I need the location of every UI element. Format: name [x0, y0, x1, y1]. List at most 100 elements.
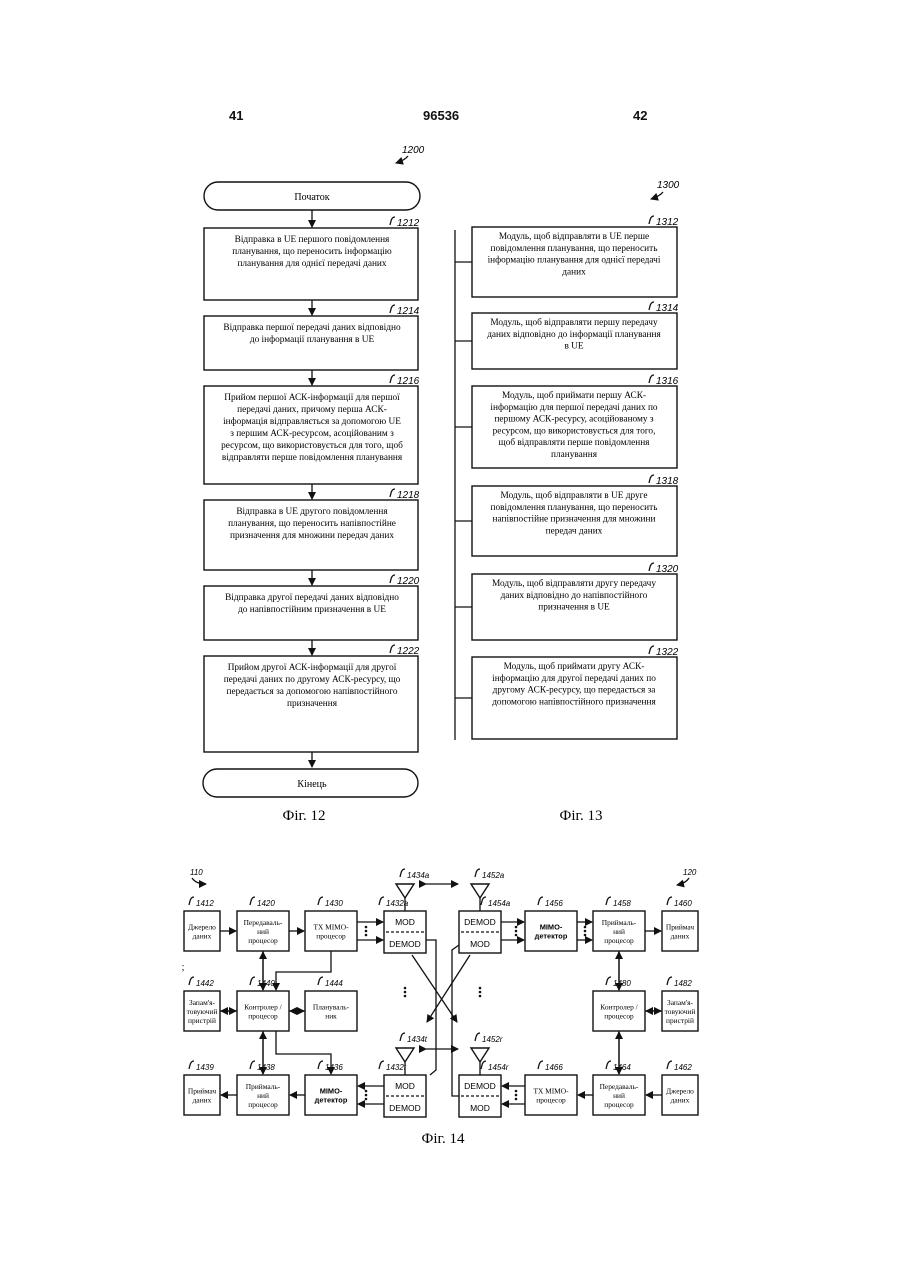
reference-hook [318, 1061, 323, 1069]
reference-numeral: 1439 [196, 1063, 214, 1072]
block-text-1436: детектор [315, 1096, 348, 1105]
reference-hook [390, 575, 395, 583]
reference-numeral: 1314 [656, 303, 679, 314]
fig12-caption: Фіг. 12 [283, 808, 326, 824]
block-text-1482: Запам'я- [667, 998, 694, 1007]
fig13-ref-arrow [651, 192, 663, 199]
reference-hook [318, 977, 323, 985]
module-text-1312: повідомлення планування, що переносить [491, 244, 658, 254]
step-text-1218: планування, що переносить напівпостійне [228, 518, 396, 529]
block-text-1444: ник [325, 1012, 337, 1021]
reference-numeral: 1316 [656, 376, 679, 387]
channel-path [412, 955, 457, 1022]
modem-label: DEMOD [464, 917, 496, 927]
reference-numeral: 1312 [656, 217, 679, 228]
reference-numeral: 1466 [545, 1063, 563, 1072]
ellipsis-dot [365, 1098, 368, 1101]
module-text-1316: планування [551, 450, 598, 460]
reference-hook [250, 1061, 255, 1069]
module-text-1322: допомогою напівпостійного призначення [492, 696, 656, 707]
ellipsis-dot [365, 926, 368, 929]
fig14-ref-left: 110 [190, 868, 203, 877]
reference-numeral: 1452a [482, 871, 505, 880]
reference-hook [379, 1061, 384, 1069]
block-text-1420: ний [257, 927, 269, 936]
block-text-1442: товуючий [187, 1007, 218, 1016]
modem-label: DEMOD [389, 1103, 421, 1113]
step-text-1220: до напівпостійним призначення в UE [238, 604, 386, 615]
ellipsis-dot [404, 995, 407, 998]
reference-numeral: 1442 [196, 979, 214, 988]
reference-numeral: 1318 [656, 476, 679, 487]
ellipsis-dot [479, 987, 482, 990]
block-text-1420: процесор [248, 936, 278, 945]
module-text-1318: Модуль, щоб відправляти в UE друге [501, 490, 648, 501]
ellipsis-dot [584, 930, 587, 933]
block-text-1466: процесор [536, 1096, 566, 1105]
reference-numeral: 1452r [482, 1035, 503, 1044]
feedback-path [426, 940, 436, 1075]
module-text-1318: напівпостійне призначення для множини [493, 514, 656, 525]
reference-numeral: 1216 [397, 376, 420, 387]
fig14-caption: Фіг. 14 [422, 1131, 465, 1147]
modem-label: DEMOD [389, 939, 421, 949]
ellipsis-dot [479, 991, 482, 994]
reference-hook [390, 217, 395, 225]
reference-numeral: 1432t [386, 1063, 407, 1072]
end-label: Кінець [297, 779, 327, 790]
module-text-1314: в UE [564, 342, 583, 352]
antenna-icon [396, 1048, 414, 1062]
reference-hook [649, 475, 654, 483]
step-text-1214: Відправка першої передачі даних відповід… [223, 323, 401, 333]
reference-numeral: 1462 [674, 1063, 692, 1072]
reference-hook [606, 897, 611, 905]
fig13-caption: Фіг. 13 [560, 808, 603, 824]
step-text-1222: призначення [287, 699, 338, 709]
reference-numeral: 1322 [656, 647, 679, 658]
step-text-1212: Відправка в UE першого повідомлення [235, 235, 390, 245]
block-text-1442: Запам'я- [189, 998, 216, 1007]
reference-hook [606, 977, 611, 985]
reference-numeral: 1480 [613, 979, 631, 988]
block-text-1464: ний [613, 1091, 625, 1100]
reference-numeral: 1430 [325, 899, 343, 908]
reference-numeral: 1464 [613, 1063, 631, 1072]
reference-hook [649, 302, 654, 310]
block-text-1430: процесор [316, 932, 346, 941]
fig12-ref: 1200 [402, 145, 425, 156]
reference-hook [649, 375, 654, 383]
module-text-1320: призначення в UE [538, 603, 610, 613]
block-text-1444: Плануваль- [313, 1002, 350, 1011]
block-text-1480: Контролер / [600, 1002, 638, 1011]
reference-numeral: 1218 [397, 490, 420, 501]
module-text-1312: даних [562, 267, 586, 277]
step-text-1216: інформація відправляється за допомогою U… [223, 416, 401, 427]
start-label: Початок [294, 192, 329, 203]
module-text-1320: даних відповідно до напівпостійного [501, 590, 648, 601]
reference-hook [649, 646, 654, 654]
block-text-1480: процесор [604, 1012, 634, 1021]
block-text-1442: пристрій [188, 1016, 216, 1025]
module-text-1314: Модуль, щоб відправляти першу передачу [490, 317, 658, 328]
reference-numeral: 1212 [397, 218, 420, 229]
reference-hook [390, 305, 395, 313]
fig13-ref: 1300 [657, 180, 680, 191]
module-text-1318: повідомлення планування, що переносить [491, 503, 658, 513]
reference-hook [390, 645, 395, 653]
reference-numeral: 1454r [488, 1063, 509, 1072]
reference-hook [400, 869, 405, 877]
reference-numeral: 1458 [613, 899, 631, 908]
reference-hook [649, 216, 654, 224]
reference-hook [667, 897, 672, 905]
channel-path [427, 955, 470, 1022]
ellipsis-dot [365, 1094, 368, 1097]
ellipsis-dot [365, 930, 368, 933]
fig14-ref-right: 120 [683, 868, 697, 877]
reference-hook [390, 489, 395, 497]
block-text-1456: MIMO- [540, 922, 563, 931]
block-text-1439: Приймач [188, 1086, 217, 1095]
ellipsis-dot [365, 934, 368, 937]
antenna-icon [396, 884, 414, 898]
modem-label: MOD [395, 917, 415, 927]
block-text-1458: Приймаль- [602, 918, 637, 927]
